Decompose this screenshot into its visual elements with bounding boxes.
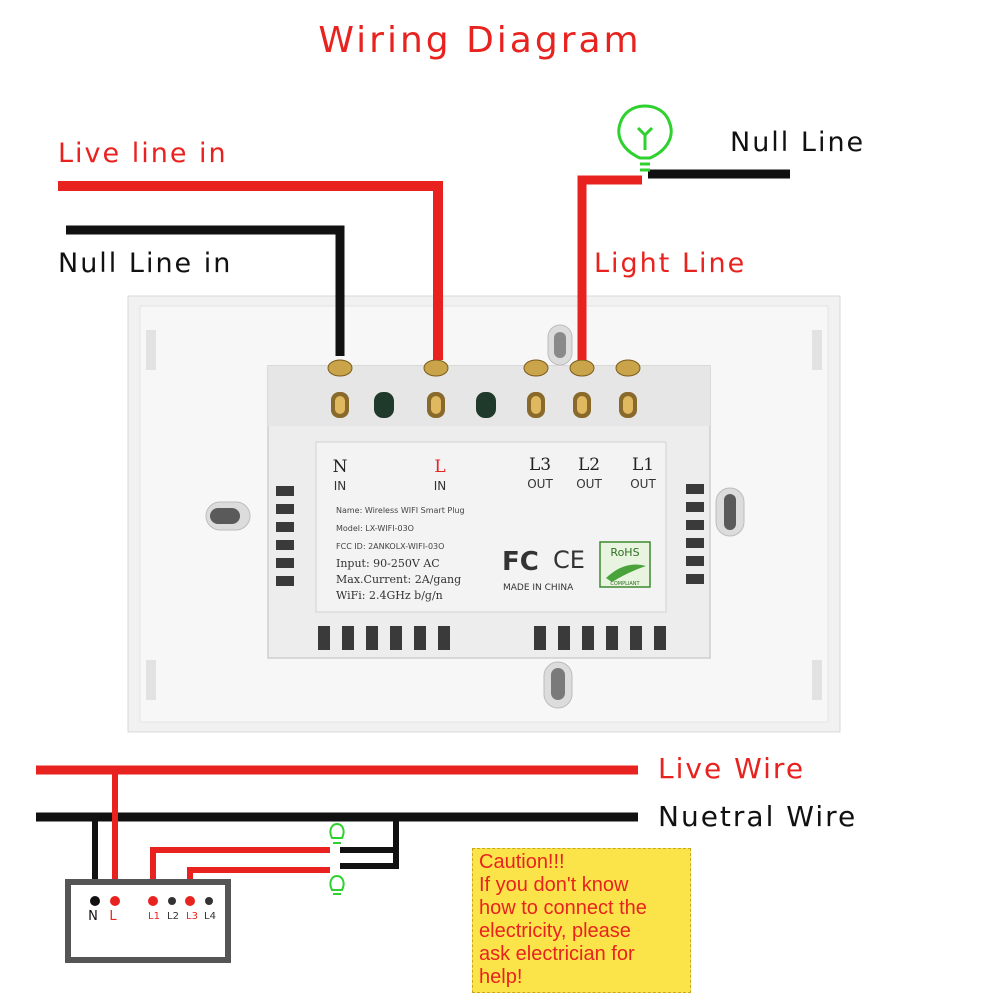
vent-slot — [438, 626, 450, 650]
mini-bulb-icon — [329, 822, 345, 844]
terminal-l3-sub: OUT — [527, 477, 553, 491]
diagram-title: Wiring Diagram — [318, 20, 641, 61]
live-line-in-wire — [58, 181, 443, 360]
vent-slot — [414, 626, 426, 650]
spec-max-current: Max.Current: 2A/gang — [336, 573, 461, 586]
mini-l-label: L — [109, 909, 117, 924]
vent-slot — [686, 556, 704, 566]
ce-mark: CE — [553, 546, 585, 574]
top-wires — [58, 169, 790, 360]
rohs-badge — [599, 541, 651, 588]
screw-terminal — [615, 359, 641, 418]
vent-slot — [606, 626, 618, 650]
spec-wifi: WiFi: 2.4GHz b/g/n — [336, 589, 443, 602]
vent-slot — [654, 626, 666, 650]
vent-slot — [686, 484, 704, 494]
vent-slot — [276, 504, 294, 514]
vent-slot — [366, 626, 378, 650]
caution-note: Caution!!! If you don't know how to conn… — [472, 848, 691, 993]
terminal-row — [327, 359, 641, 418]
vent-slot — [630, 626, 642, 650]
mini-bulb-icon — [329, 874, 345, 895]
vent-slot — [276, 522, 294, 532]
made-in-label: MADE IN CHINA — [503, 583, 574, 593]
null-line-in-wire — [66, 225, 345, 356]
vent-slot — [276, 540, 294, 550]
terminal-l2-label: L2 — [578, 455, 600, 475]
mini-terminal-dots — [90, 896, 213, 906]
terminal-l1-label: L1 — [632, 455, 654, 475]
caution-line: If you don't know — [479, 874, 629, 896]
screw-terminal — [569, 359, 595, 418]
spec-model: Model: LX-WIFI-03O — [336, 524, 414, 533]
light-bulb-icon — [617, 104, 673, 172]
spec-input: Input: 90-250V AC — [336, 557, 440, 570]
vent-slot — [686, 502, 704, 512]
terminal-n-label: N — [333, 457, 348, 477]
vent-slot — [276, 486, 294, 496]
null-line-label: Null Line — [730, 127, 865, 158]
light-line-label: Light Line — [594, 248, 746, 279]
vent-slot — [276, 576, 294, 586]
caution-line: ask electrician for — [479, 943, 635, 965]
mini-l3-label: L3 — [186, 911, 198, 922]
terminal-n-sub: IN — [334, 479, 347, 493]
terminal-l1-sub: OUT — [630, 477, 656, 491]
mini-l2-label: L2 — [167, 911, 179, 922]
switch-box-schematic — [65, 879, 231, 963]
neutral-wire-label: Nuetral Wire — [658, 800, 857, 833]
vent-slot — [558, 626, 570, 650]
live-wire-label: Live Wire — [658, 752, 805, 785]
screw-terminal — [327, 359, 353, 418]
vent-slot — [390, 626, 402, 650]
rohs-sub-label: COMPLIANT — [610, 581, 640, 587]
fcc-mark: FC — [502, 547, 539, 577]
vent-slot — [342, 626, 354, 650]
spec-name: Name: Wireless WIFI Smart Plug — [336, 506, 465, 515]
vent-slot — [534, 626, 546, 650]
vent-slot — [276, 558, 294, 568]
vent-slot — [582, 626, 594, 650]
vent-slot — [318, 626, 330, 650]
vent-slot — [686, 538, 704, 548]
screw-terminal — [523, 359, 549, 418]
mini-l4-label: L4 — [204, 911, 216, 922]
caution-line: Caution!!! — [479, 851, 565, 873]
light-line-wire — [577, 175, 642, 360]
terminal-l2-sub: OUT — [576, 477, 602, 491]
terminal-l-label: L — [434, 457, 445, 477]
terminal-hole — [476, 392, 496, 418]
terminal-l-sub: IN — [434, 479, 447, 493]
rohs-label: RoHS — [610, 546, 639, 559]
mini-n-label: N — [88, 909, 98, 924]
live-line-in-label: Live line in — [58, 138, 228, 169]
screw-terminal — [423, 359, 449, 418]
null-line-in-label: Null Line in — [58, 248, 232, 279]
spec-fcc: FCC ID: 2ANKOLX-WIFI-03O — [336, 542, 444, 551]
vent-slot — [686, 574, 704, 584]
caution-line: help! — [479, 966, 523, 988]
caution-line: how to connect the — [479, 897, 647, 919]
terminal-hole — [374, 392, 394, 418]
caution-line: electricity, please — [479, 920, 631, 942]
mini-l1-label: L1 — [148, 911, 160, 922]
vent-slots — [276, 484, 704, 650]
bottom-schematic — [36, 765, 638, 963]
vent-slot — [686, 520, 704, 530]
terminal-l3-label: L3 — [529, 455, 551, 475]
